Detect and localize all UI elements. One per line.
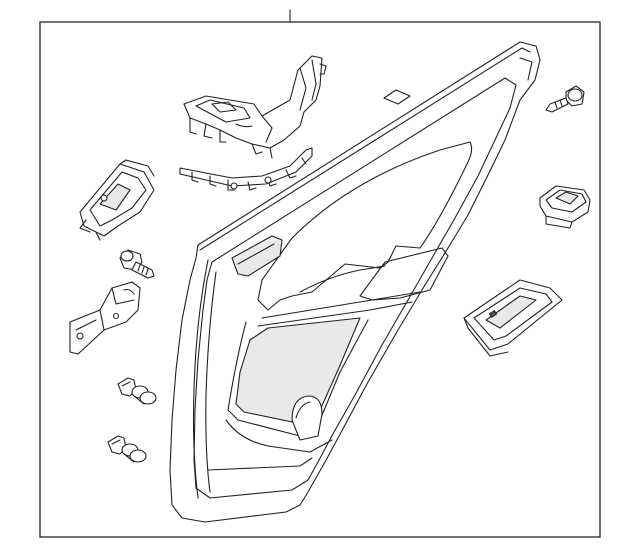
screw-icon[interactable]	[120, 250, 154, 278]
clip-icon[interactable]	[118, 378, 156, 404]
screw-icon[interactable]	[546, 86, 584, 112]
handle-housing-icon[interactable]	[80, 160, 154, 240]
door-trim-panel-icon[interactable]	[170, 42, 540, 522]
bracket-icon[interactable]	[70, 282, 140, 354]
retainer-strip-icon[interactable]	[180, 148, 312, 190]
diagram-frame	[40, 22, 600, 537]
bezel-icon[interactable]	[464, 280, 562, 356]
armrest-bracket-icon[interactable]	[184, 56, 326, 158]
patch-icon[interactable]	[384, 90, 410, 104]
switch-icon[interactable]	[540, 186, 590, 228]
clip-icon[interactable]	[108, 436, 146, 462]
